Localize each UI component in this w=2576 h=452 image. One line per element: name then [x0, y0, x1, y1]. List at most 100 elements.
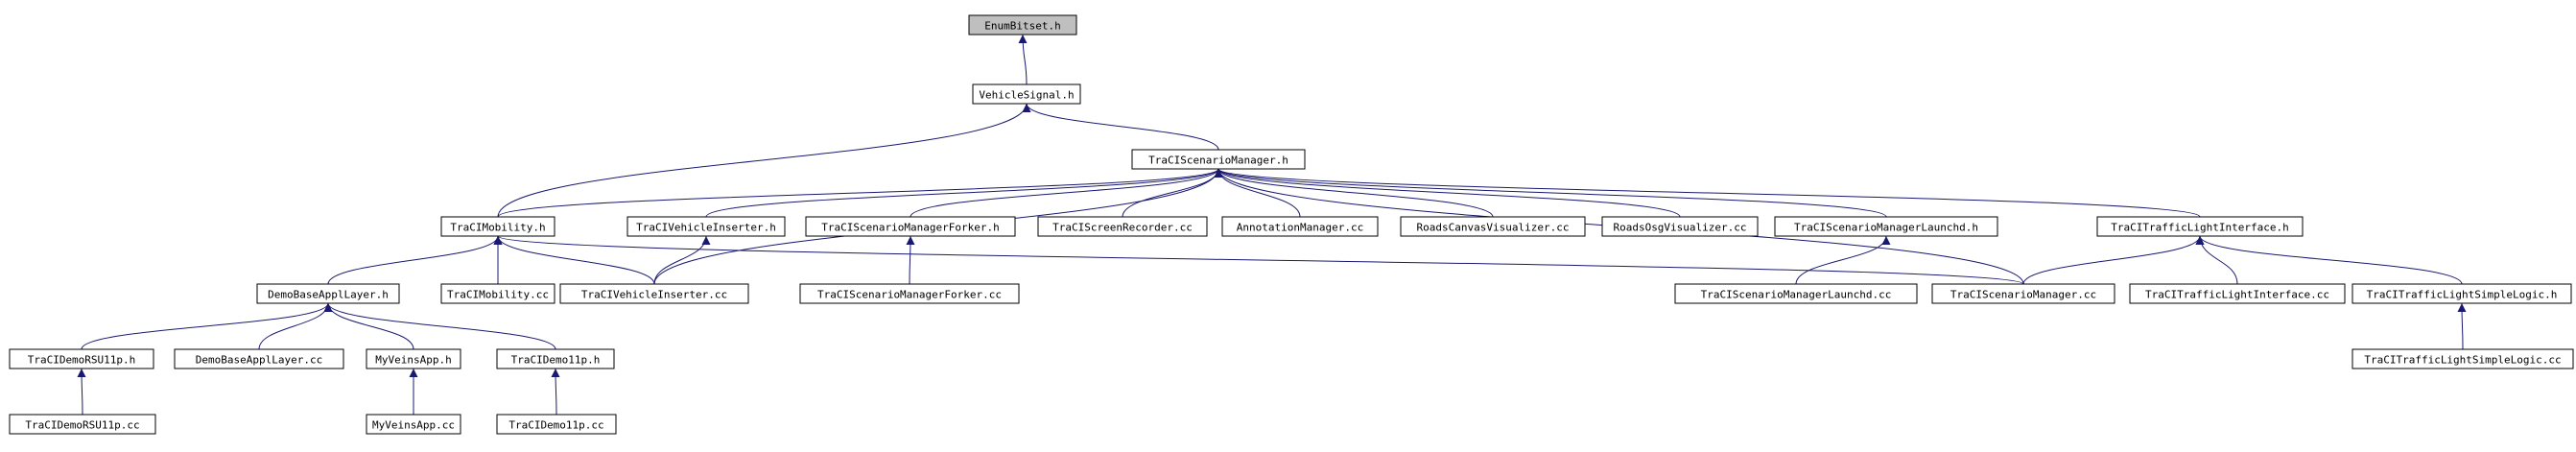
- edge-myveinsapp-h-to-demobaseappllayer-h: [323, 302, 414, 350]
- node-label: TraCIMobility.h: [450, 222, 545, 234]
- edge-demobaseappllayer-h-to-tracimobility-h: [327, 235, 503, 285]
- node-box: [968, 14, 1077, 36]
- node-label: TraCIDemoRSU11p.cc: [25, 419, 139, 432]
- edge-traciscreenrecorder-cc-to-traciscenariomanager-h: [1122, 168, 1223, 218]
- node-label: EnumBitset.h: [984, 20, 1060, 33]
- node-traciscenariomanager-h[interactable]: TraCIScenarioManager.h: [1131, 149, 1306, 170]
- edge-tracitrafficlightinterface-cc-to-tracitrafficlightinterface-h: [2195, 235, 2238, 285]
- edge-tracivehicleinserter-cc-to-tracivehicleinserter-h: [653, 235, 711, 285]
- node-label: TraCIScenarioManager.h: [1148, 155, 1288, 167]
- node-label: TraCIVehicleInserter.cc: [581, 289, 727, 301]
- node-traciscenariomanagerlaunchd-h[interactable]: TraCIScenarioManagerLaunchd.h: [1774, 216, 1998, 237]
- node-label: TraCIScenarioManager.cc: [1950, 289, 2096, 301]
- node-tracivehicleinserter-h[interactable]: TraCIVehicleInserter.h: [626, 216, 786, 237]
- node-demobaseappllayer-h[interactable]: DemoBaseApplLayer.h: [256, 283, 400, 304]
- node-label: MyVeinsApp.h: [375, 354, 451, 367]
- node-box: [1774, 216, 1998, 237]
- node-demobaseappllayer-cc[interactable]: DemoBaseApplLayer.cc: [174, 348, 344, 369]
- node-label: AnnotationManager.cc: [1237, 222, 1363, 234]
- node-enumbitset-h[interactable]: EnumBitset.h: [968, 14, 1077, 36]
- node-label: DemoBaseApplLayer.h: [268, 289, 389, 301]
- edge-traciscenariomanagerlaunchd-h-to-traciscenariomanager-h: [1214, 168, 1887, 218]
- node-label: TraCITrafficLightSimpleLogic.cc: [2364, 354, 2561, 367]
- node-traciscenariomanagerforker-h[interactable]: TraCIScenarioManagerForker.h: [805, 216, 1016, 237]
- node-tracitrafficlightsimplelogic-cc[interactable]: TraCITrafficLightSimpleLogic.cc: [2351, 348, 2574, 369]
- node-label: TraCIScreenRecorder.cc: [1052, 222, 1193, 234]
- node-box: [440, 216, 555, 237]
- node-box: [799, 283, 1020, 304]
- node-annotationmanager-cc[interactable]: AnnotationManager.cc: [1221, 216, 1379, 237]
- node-box: [174, 348, 344, 369]
- edge-tracitrafficlightinterface-h-to-traciscenariomanager-h: [1214, 168, 2201, 218]
- edge-tracimobility-h-to-traciscenariomanager-h: [497, 168, 1223, 218]
- edge-traciscenariomanager-cc-to-tracimobility-h: [494, 235, 2024, 285]
- edge-traciscenariomanager-cc-to-tracitrafficlightinterface-h: [2022, 235, 2205, 285]
- node-label: TraCIDemo11p.h: [511, 354, 601, 367]
- node-label: TraCIDemo11p.cc: [508, 419, 603, 432]
- node-box: [805, 216, 1016, 237]
- node-box: [366, 414, 461, 435]
- node-box: [496, 348, 615, 369]
- node-traciscenariomanagerforker-cc[interactable]: TraCIScenarioManagerForker.cc: [799, 283, 1020, 304]
- node-box: [2096, 216, 2304, 237]
- node-tracitrafficlightinterface-h[interactable]: TraCITrafficLightInterface.h: [2096, 216, 2304, 237]
- node-traciscreenrecorder-cc[interactable]: TraCIScreenRecorder.cc: [1037, 216, 1208, 237]
- node-label: TraCIMobility.cc: [447, 289, 549, 301]
- edge-tracitrafficlightsimplelogic-h-to-tracitrafficlightinterface-h: [2195, 235, 2463, 285]
- node-box: [972, 83, 1081, 105]
- node-tracimobility-cc[interactable]: TraCIMobility.cc: [440, 283, 555, 304]
- node-box: [559, 283, 749, 304]
- node-label: DemoBaseApplLayer.cc: [196, 354, 322, 367]
- node-label: TraCIVehicleInserter.h: [636, 222, 776, 234]
- node-box: [9, 348, 154, 369]
- node-label: TraCITrafficLightSimpleLogic.h: [2367, 289, 2558, 301]
- node-tracidemo11p-cc[interactable]: TraCIDemo11p.cc: [496, 414, 617, 435]
- edge-demobaseappllayer-cc-to-demobaseappllayer-h: [258, 302, 333, 350]
- node-box: [1221, 216, 1379, 237]
- node-box: [496, 414, 617, 435]
- node-myveinsapp-cc[interactable]: MyVeinsApp.cc: [366, 414, 461, 435]
- node-box: [366, 348, 461, 369]
- node-tracidemorsu11p-cc[interactable]: TraCIDemoRSU11p.cc: [9, 414, 156, 435]
- edge-tracidemo11p-cc-to-tracidemo11p-h: [551, 368, 560, 416]
- node-box: [9, 414, 156, 435]
- node-tracidemo11p-h[interactable]: TraCIDemo11p.h: [496, 348, 615, 369]
- node-label: MyVeinsApp.cc: [372, 419, 455, 432]
- node-traciscenariomanager-cc[interactable]: TraCIScenarioManager.cc: [1931, 283, 2115, 304]
- node-tracitrafficlightsimplelogic-h[interactable]: TraCITrafficLightSimpleLogic.h: [2351, 283, 2572, 304]
- node-box: [256, 283, 400, 304]
- node-roadsosgvisualizer-cc[interactable]: RoadsOsgVisualizer.cc: [1601, 216, 1759, 237]
- node-box: [1400, 216, 1586, 237]
- edge-tracitrafficlightsimplelogic-cc-to-tracitrafficlightsimplelogic-h: [2457, 302, 2467, 350]
- node-label: TraCIScenarioManagerForker.h: [821, 222, 999, 234]
- edge-roadscanvasvisualizer-cc-to-traciscenariomanager-h: [1214, 168, 1494, 218]
- edge-traciscenariomanager-h-to-vehiclesignal-h: [1022, 103, 1219, 151]
- node-tracidemorsu11p-h[interactable]: TraCIDemoRSU11p.h: [9, 348, 154, 369]
- node-box: [440, 283, 555, 304]
- node-label: TraCIScenarioManagerForker.cc: [817, 289, 1002, 301]
- node-tracimobility-h[interactable]: TraCIMobility.h: [440, 216, 555, 237]
- node-roadscanvasvisualizer-cc[interactable]: RoadsCanvasVisualizer.cc: [1400, 216, 1586, 237]
- node-box: [626, 216, 786, 237]
- node-label: TraCITrafficLightInterface.cc: [2145, 289, 2329, 301]
- edge-roadsosgvisualizer-cc-to-traciscenariomanager-h: [1214, 168, 1681, 218]
- node-label: TraCIScenarioManagerLaunchd.h: [1794, 222, 1978, 234]
- node-vehiclesignal-h[interactable]: VehicleSignal.h: [972, 83, 1081, 105]
- node-box: [2129, 283, 2346, 304]
- edge-tracimobility-h-to-vehiclesignal-h: [497, 103, 1031, 218]
- node-tracivehicleinserter-cc[interactable]: TraCIVehicleInserter.cc: [559, 283, 749, 304]
- edge-traciscenariomanagerlaunchd-cc-to-traciscenariomanagerlaunchd-h: [1795, 235, 1891, 285]
- node-myveinsapp-h[interactable]: MyVeinsApp.h: [366, 348, 461, 369]
- node-box: [1037, 216, 1208, 237]
- node-box: [1674, 283, 1918, 304]
- node-box: [2351, 348, 2574, 369]
- node-box: [1601, 216, 1759, 237]
- node-traciscenariomanagerlaunchd-cc[interactable]: TraCIScenarioManagerLaunchd.cc: [1674, 283, 1918, 304]
- node-label: TraCIDemoRSU11p.h: [28, 354, 136, 367]
- edge-tracidemorsu11p-h-to-demobaseappllayer-h: [81, 302, 333, 350]
- node-label: TraCITrafficLightInterface.h: [2111, 222, 2288, 234]
- node-tracitrafficlightinterface-cc[interactable]: TraCITrafficLightInterface.cc: [2129, 283, 2346, 304]
- edge-tracidemorsu11p-cc-to-tracidemorsu11p-h: [77, 368, 86, 416]
- edge-traciscenariomanagerforker-h-to-traciscenariomanager-h: [910, 168, 1223, 218]
- node-label: RoadsOsgVisualizer.cc: [1613, 222, 1746, 234]
